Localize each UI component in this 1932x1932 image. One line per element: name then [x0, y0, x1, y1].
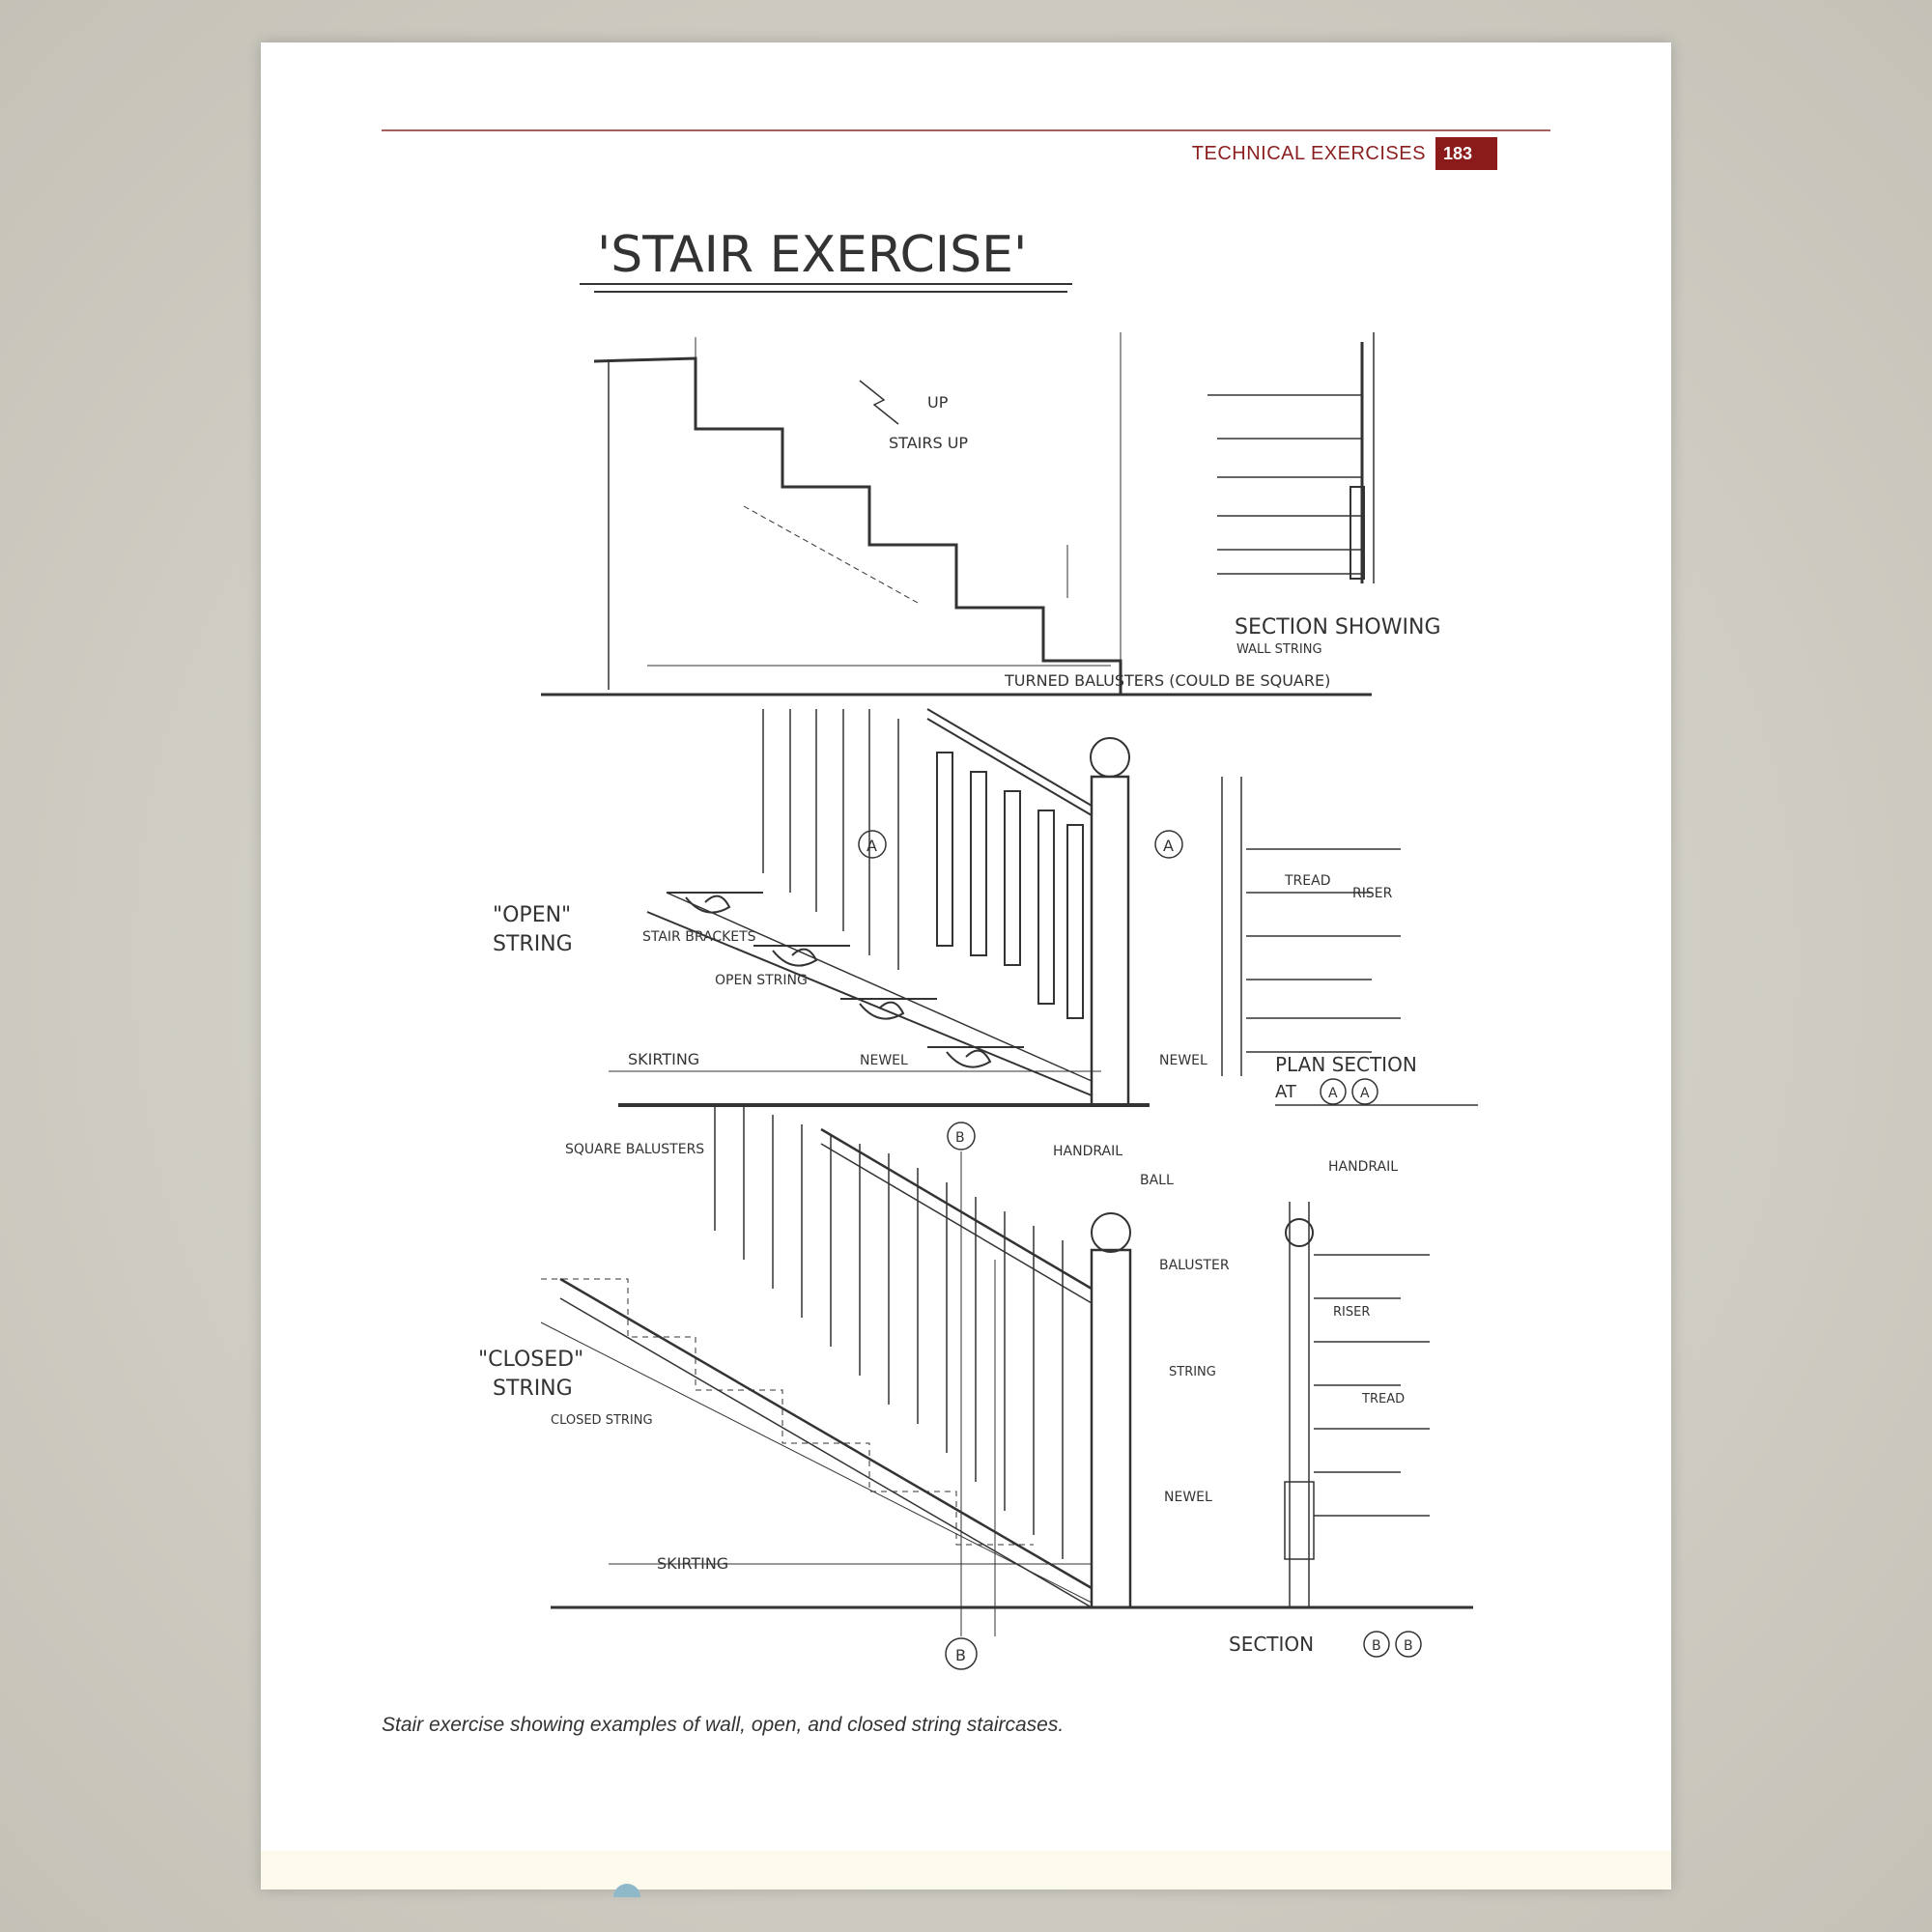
- label-newel-open: NEWEL: [860, 1053, 908, 1068]
- label-string: STRING: [1169, 1365, 1216, 1379]
- label-ball: BALL: [1140, 1173, 1174, 1188]
- label-stairs-up: STAIRS UP: [889, 434, 968, 452]
- label-section-bottom: SECTION: [1229, 1633, 1314, 1656]
- figure-caption: Stair exercise showing examples of wall,…: [382, 1714, 1065, 1736]
- marker-b-3: B: [1372, 1638, 1381, 1654]
- label-open-left-2: STRING: [493, 932, 573, 956]
- label-up: UP: [927, 393, 949, 412]
- marker-a-2: A: [1163, 837, 1174, 855]
- page-footer-strip: [261, 1851, 1671, 1889]
- drawing-title: 'STAIR EXERCISE': [597, 226, 1027, 284]
- section-title: TECHNICAL EXERCISES: [1191, 142, 1426, 164]
- label-section-showing: SECTION SHOWING: [1235, 615, 1441, 639]
- label-closed-string: CLOSED STRING: [551, 1413, 653, 1428]
- label-open-string: OPEN STRING: [715, 973, 808, 988]
- marker-a-4: A: [1360, 1086, 1370, 1101]
- marker-a-3: A: [1328, 1086, 1338, 1101]
- marker-b-2: B: [955, 1646, 966, 1664]
- label-riser-closed: RISER: [1333, 1305, 1370, 1320]
- label-skirting-open: SKIRTING: [628, 1050, 699, 1068]
- page-number-badge: 183: [1435, 137, 1497, 170]
- label-tread-open: TREAD: [1284, 873, 1330, 889]
- marker-a-1: A: [867, 837, 877, 855]
- book-page: TECHNICAL EXERCISES 183: [261, 43, 1671, 1889]
- label-turned-balusters: TURNED BALUSTERS (COULD BE SQUARE): [1004, 671, 1330, 690]
- label-square-balusters: SQUARE BALUSTERS: [565, 1142, 704, 1157]
- label-baluster: BALUSTER: [1159, 1258, 1230, 1273]
- label-closed-left-2: STRING: [493, 1377, 573, 1401]
- label-newel-closed: NEWEL: [1164, 1490, 1212, 1505]
- label-handrail-section: HANDRAIL: [1328, 1159, 1398, 1175]
- label-riser-open: RISER: [1352, 886, 1393, 901]
- label-at: AT: [1275, 1082, 1297, 1102]
- stair-drawing: 'STAIR EXERCISE' STAIRS UP UP SECTION SH…: [478, 226, 1478, 1670]
- marker-b-4: B: [1404, 1638, 1413, 1654]
- marker-b-1: B: [955, 1130, 965, 1146]
- label-open-left: "OPEN": [493, 903, 571, 927]
- label-plan-section: PLAN SECTION: [1275, 1053, 1417, 1076]
- running-head: TECHNICAL EXERCISES 183: [1192, 137, 1497, 170]
- label-handrail: HANDRAIL: [1053, 1144, 1122, 1159]
- label-closed-left: "CLOSED": [478, 1348, 583, 1372]
- label-wall-string: WALL STRING: [1236, 642, 1322, 657]
- label-newel-plan: NEWEL: [1159, 1053, 1208, 1068]
- label-skirting-closed: SKIRTING: [657, 1554, 728, 1573]
- label-tread-closed: TREAD: [1361, 1392, 1405, 1406]
- header-rule: [382, 129, 1550, 131]
- label-stair-brackets: STAIR BRACKETS: [642, 929, 756, 945]
- scroll-indicator[interactable]: [613, 1884, 640, 1897]
